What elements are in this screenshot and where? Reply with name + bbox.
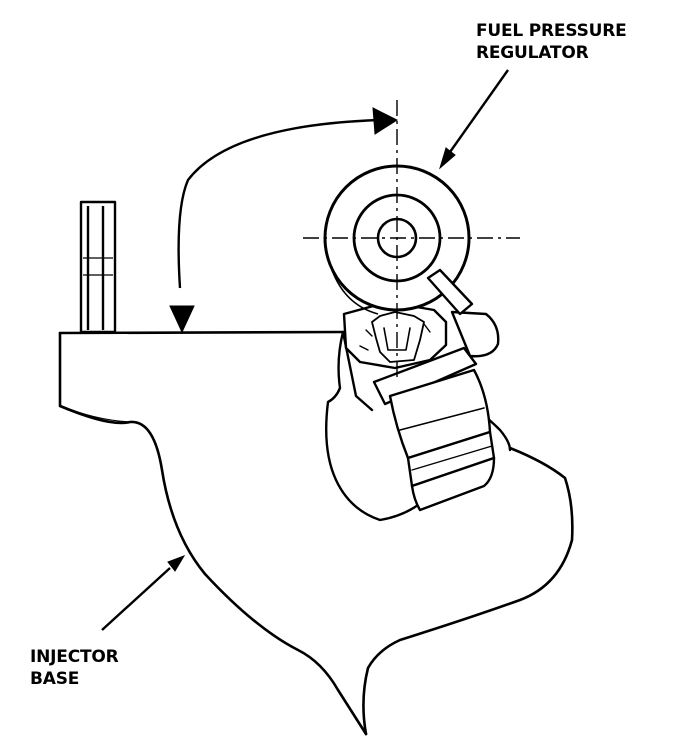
fuel-pressure-regulator-label-line1: FUEL PRESSURE bbox=[476, 21, 627, 41]
arc-arrowhead-bottom bbox=[169, 305, 195, 334]
injector-base-body bbox=[58, 330, 574, 736]
injector-base-label-line1: INJECTOR bbox=[30, 647, 119, 667]
injector-base-label-line2: BASE bbox=[30, 669, 80, 689]
injector-base-label: INJECTOR BASE bbox=[30, 646, 119, 690]
centerlines bbox=[303, 100, 520, 382]
fuel-pressure-regulator-part bbox=[323, 164, 474, 316]
mounting-stud bbox=[79, 200, 117, 334]
angle-indicator-arc bbox=[169, 107, 399, 334]
fuel-pressure-regulator-label-line2: REGULATOR bbox=[476, 43, 589, 63]
injector-base-arrowhead bbox=[167, 555, 186, 572]
regulator-arrowhead bbox=[439, 147, 456, 170]
leader-arrow-regulator bbox=[439, 69, 509, 170]
leader-arrow-injector-base bbox=[101, 555, 186, 631]
arc-arrowhead-top bbox=[372, 107, 399, 135]
fuel-pressure-regulator-label: FUEL PRESSURE REGULATOR bbox=[476, 20, 627, 64]
